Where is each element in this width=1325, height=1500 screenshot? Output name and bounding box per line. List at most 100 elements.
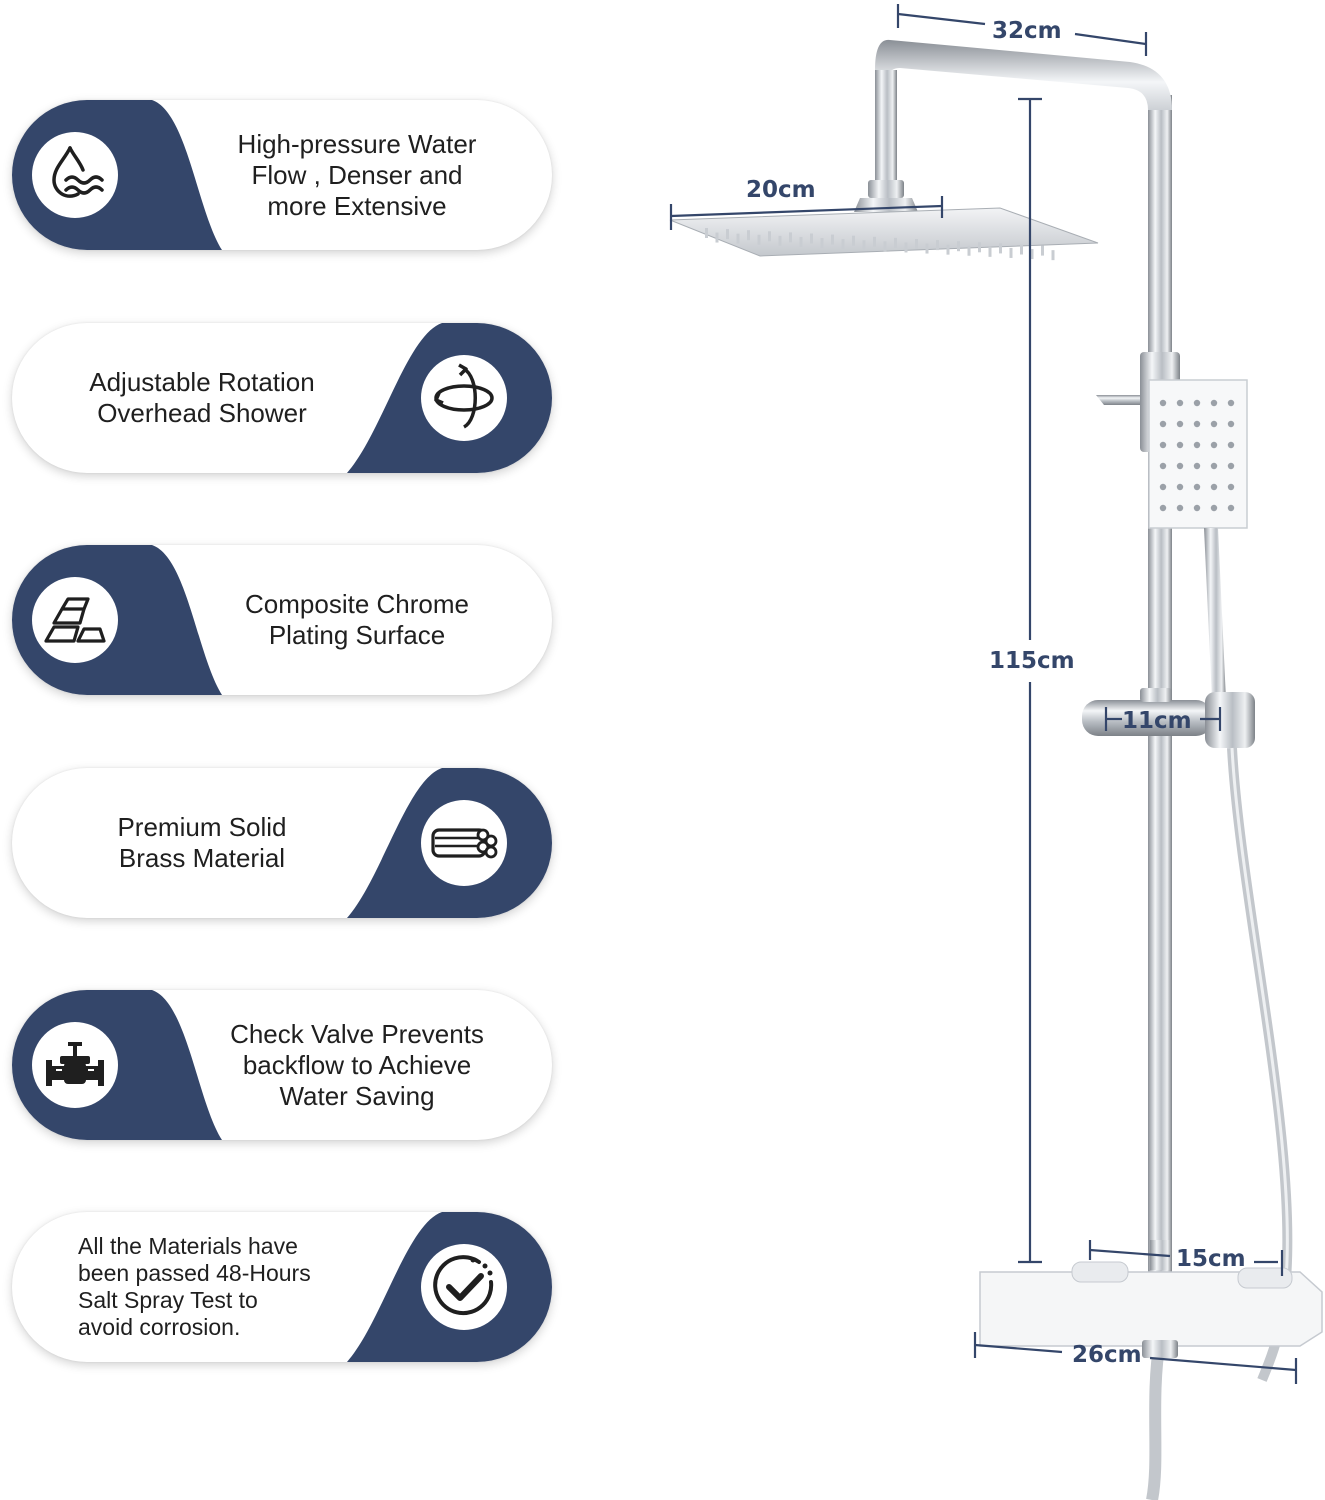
head-connector: [868, 180, 904, 198]
slider-width-label: 11cm: [1122, 708, 1192, 734]
feature-card-check-valve: Check Valve Prevents backflow to Achieve…: [12, 990, 552, 1140]
arm-drop-pipe: [875, 70, 897, 185]
nozzle: [1193, 504, 1201, 512]
nozzle: [1210, 399, 1218, 407]
nozzle: [736, 233, 740, 244]
nozzle: [778, 235, 782, 246]
nozzle: [978, 242, 981, 253]
nozzle: [883, 241, 887, 252]
nozzle: [1159, 504, 1167, 512]
nozzle: [1176, 399, 1184, 407]
nozzle: [904, 242, 908, 253]
nozzle: [1193, 483, 1201, 491]
holder-knob: [1096, 395, 1140, 405]
nozzle: [1193, 441, 1201, 449]
feature-card-chrome: Composite Chrome Plating Surface: [12, 545, 552, 695]
nozzle: [999, 243, 1002, 254]
nozzle: [1176, 462, 1184, 470]
nozzle: [1009, 247, 1013, 258]
nozzle: [936, 240, 939, 251]
brass-rods-icon: [421, 800, 507, 886]
nozzle: [715, 232, 719, 243]
feature-card-rotation: Adjustable Rotation Overhead Shower: [12, 323, 552, 473]
head-width-label: 20cm: [746, 177, 816, 203]
feature-text: Premium Solid Brass Material: [117, 812, 287, 873]
nozzle: [915, 239, 918, 249]
feature-text: High-pressure Water Flow , Denser and mo…: [237, 128, 477, 221]
nozzle: [799, 236, 803, 247]
nozzle: [841, 239, 845, 250]
bracket-clip: [1140, 688, 1172, 702]
nozzle: [1210, 504, 1218, 512]
feature-card-brass: Premium Solid Brass Material: [12, 768, 552, 918]
water-drop-icon: [32, 132, 118, 218]
nozzle: [946, 244, 950, 255]
nozzle: [1020, 244, 1023, 255]
nozzle: [1159, 462, 1167, 470]
nozzle: [810, 233, 813, 244]
nozzle: [1210, 462, 1218, 470]
nozzle: [726, 229, 729, 240]
checkmark-circle-icon: [421, 1244, 507, 1330]
arm-width-label: 32cm: [992, 18, 1062, 44]
shower-system-illustration: 32cm 20cm 115cm 11cm 15cm 26cm: [669, 4, 1323, 1500]
nozzle: [1030, 249, 1034, 260]
feature-text: Composite Chrome Plating Surface: [245, 589, 469, 650]
nozzle: [1051, 250, 1055, 261]
lower-hose: [1146, 1339, 1166, 1500]
nozzle: [1227, 441, 1235, 449]
dimension-lines: [669, 4, 1298, 1384]
rotation-arrows-icon: [421, 355, 507, 441]
nozzle: [1041, 245, 1044, 256]
nozzle: [757, 234, 761, 245]
nozzle: [820, 238, 824, 249]
outlet-connector: [1142, 1340, 1178, 1358]
nozzle: [789, 232, 792, 243]
nozzle: [988, 246, 992, 257]
nozzle: [705, 228, 708, 238]
nozzle: [852, 235, 855, 246]
nozzle: [957, 241, 960, 252]
nozzle: [1159, 441, 1167, 449]
nozzle: [1159, 399, 1167, 407]
feature-text: Adjustable Rotation Overhead Shower: [89, 367, 315, 428]
nozzle: [1227, 462, 1235, 470]
nozzle: [1193, 399, 1201, 407]
nozzle: [1193, 462, 1201, 470]
nozzle: [1193, 420, 1201, 428]
nozzle: [831, 234, 834, 245]
nozzle: [1227, 504, 1235, 512]
rain-head-nozzles: [705, 228, 1055, 261]
mixer-width-label: 26cm: [1072, 1342, 1142, 1368]
nozzle: [1227, 420, 1235, 428]
nozzle: [1176, 420, 1184, 428]
nozzle: [768, 231, 771, 242]
nozzle: [1176, 441, 1184, 449]
left-valve-knob: [1071, 1261, 1129, 1283]
valve-spacing-label: 15cm: [1176, 1246, 1246, 1272]
nozzle: [1159, 483, 1167, 491]
check-valve-icon: [32, 1022, 118, 1108]
feature-text: Check Valve Prevents backflow to Achieve…: [230, 1018, 484, 1111]
overhead-arm: [875, 39, 1172, 180]
feature-card-salt-spray: All the Materials have been passed 48-Ho…: [12, 1212, 552, 1362]
nozzle: [1210, 441, 1218, 449]
right-valve-knob: [1237, 1267, 1293, 1289]
nozzle: [1159, 420, 1167, 428]
nozzle: [1227, 399, 1235, 407]
nozzle: [1210, 420, 1218, 428]
nozzle: [1210, 483, 1218, 491]
nozzle: [967, 245, 971, 256]
feature-card-water-pressure: High-pressure Water Flow , Denser and mo…: [12, 100, 552, 250]
column-height-label: 115cm: [989, 648, 1075, 674]
nozzle: [925, 243, 929, 254]
sliding-bracket: [1082, 700, 1212, 736]
nozzle: [1227, 483, 1235, 491]
feature-text: All the Materials have been passed 48-Ho…: [78, 1233, 311, 1340]
rain-shower-head: [669, 207, 1099, 257]
metal-bars-icon: [32, 577, 118, 663]
bracket-holder: [1205, 692, 1255, 748]
nozzle: [873, 236, 876, 247]
hand-shower-handle: [1204, 528, 1226, 700]
